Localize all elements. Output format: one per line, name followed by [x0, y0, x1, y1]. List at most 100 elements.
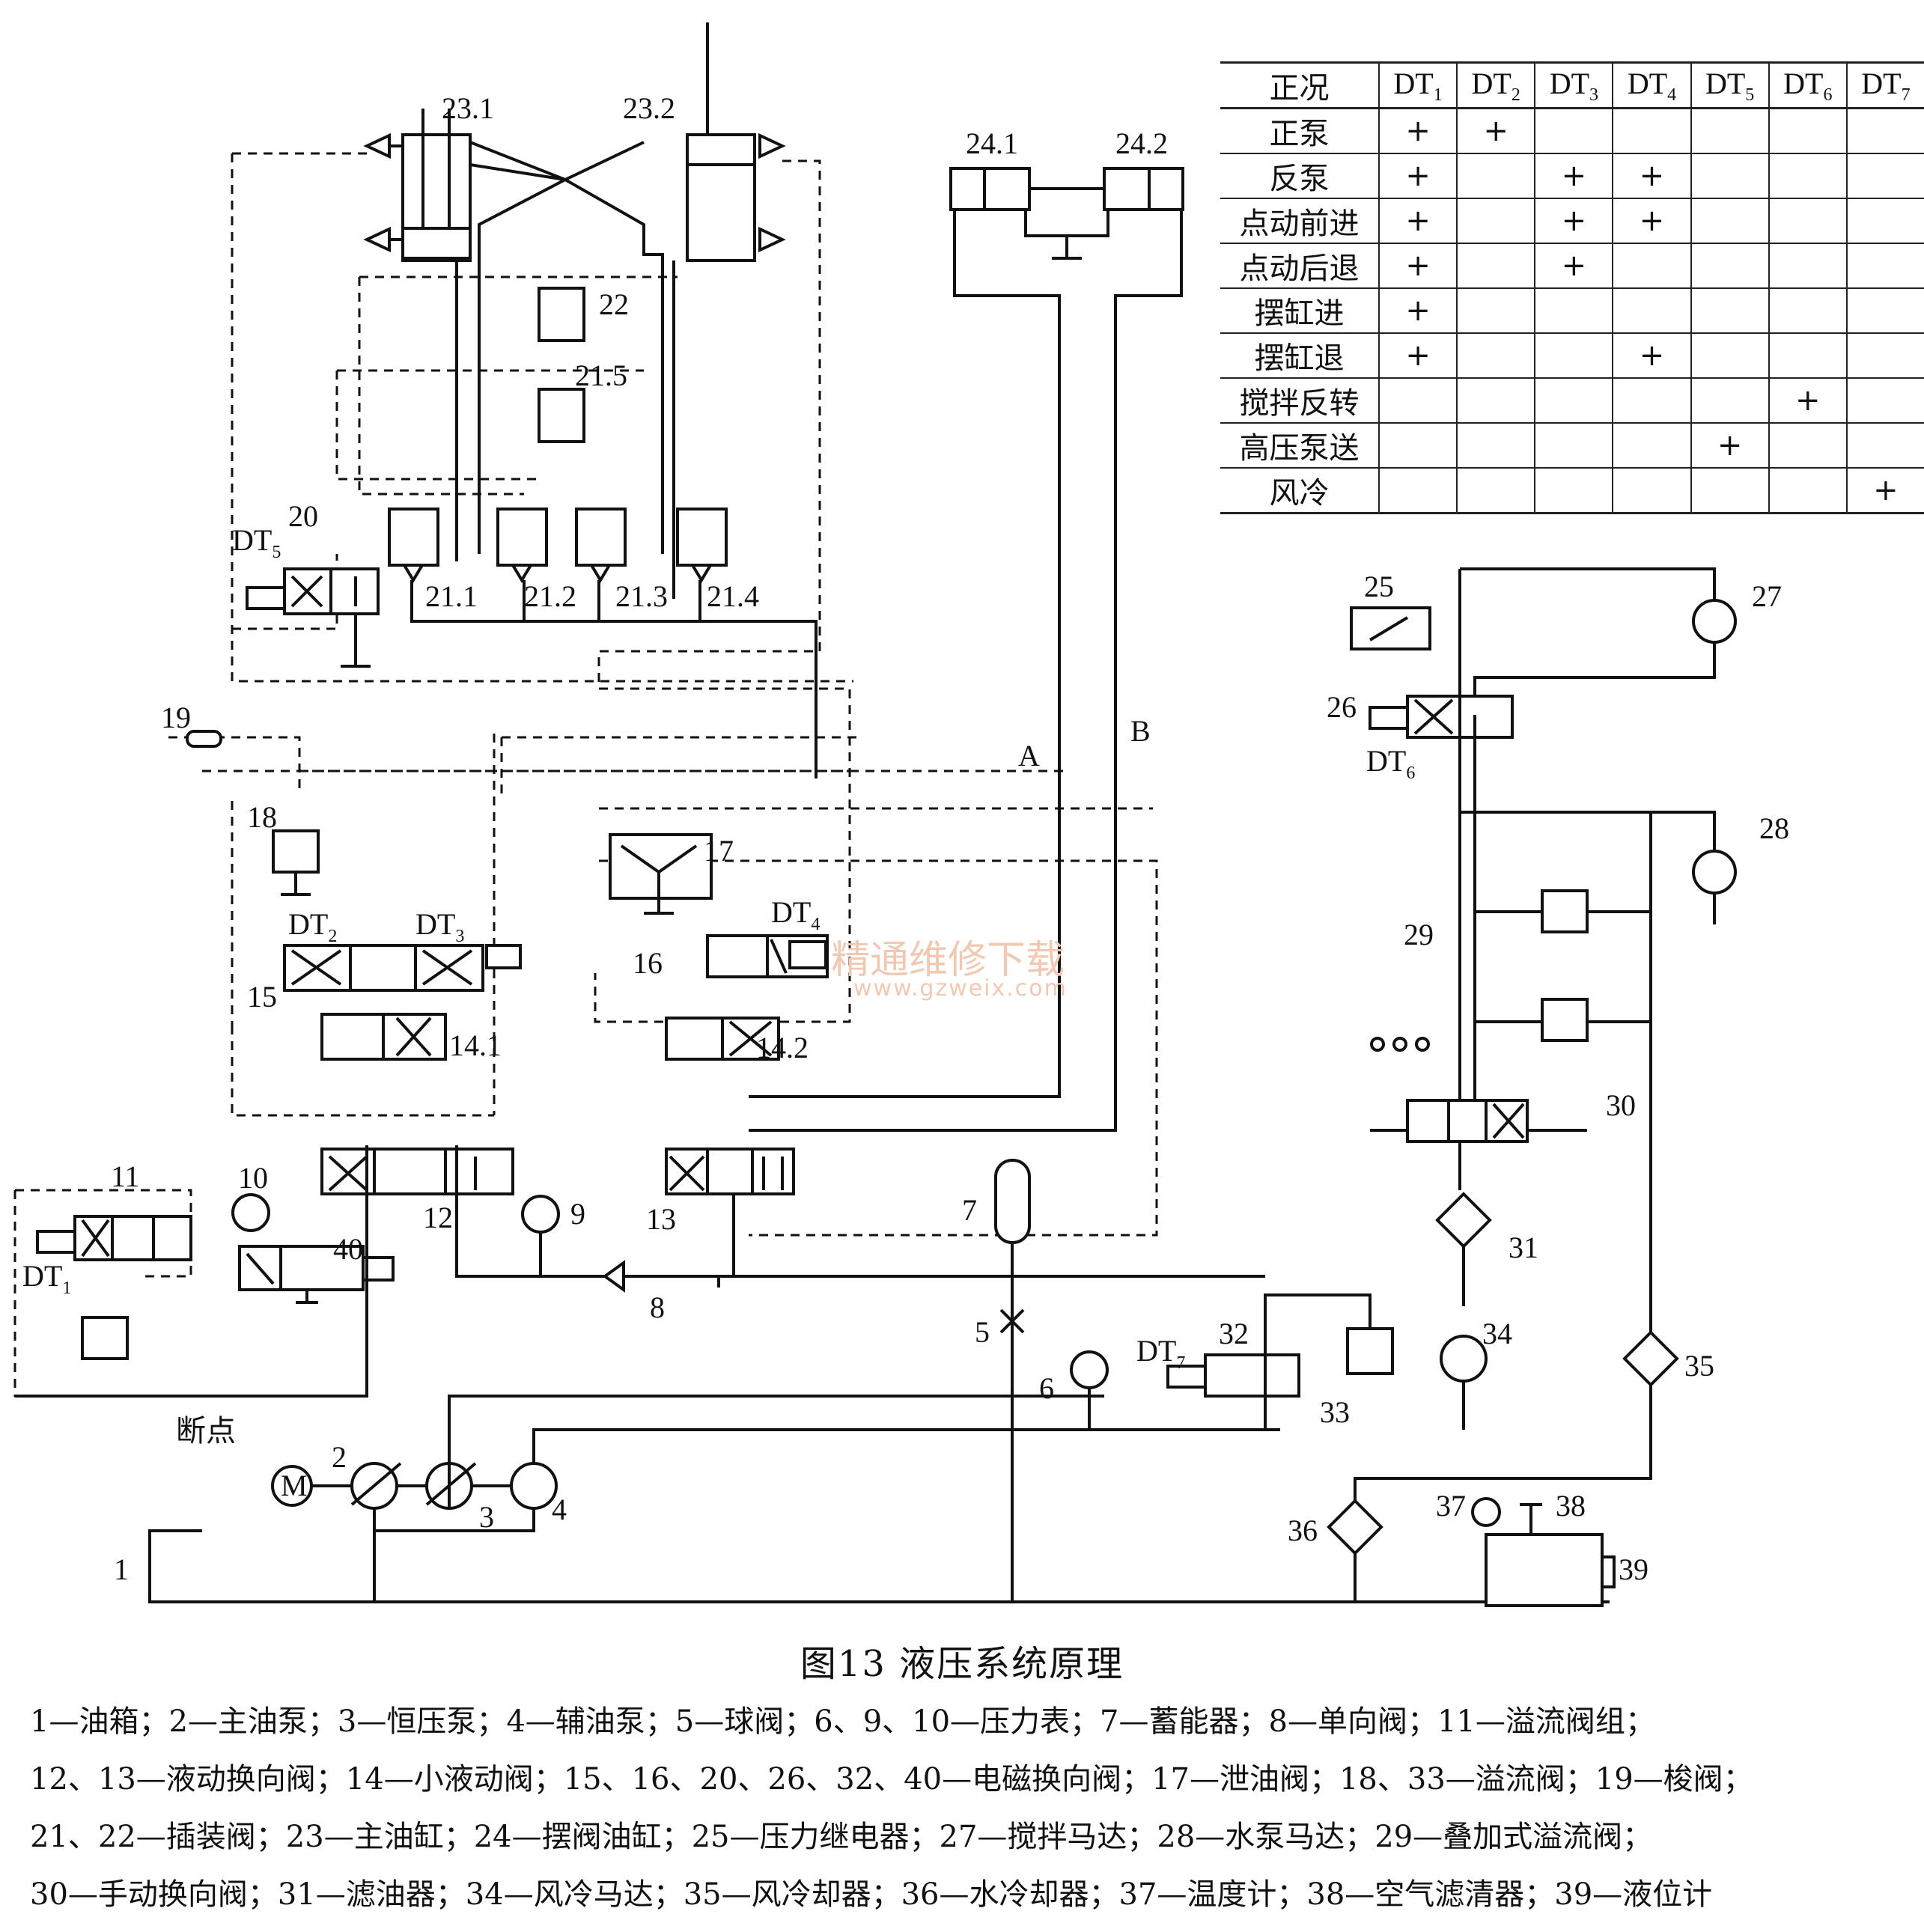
stirring-motor-27	[1460, 567, 1737, 715]
component-labels: 23.1 23.2 24.1 24.2 22 21.5 21.1 21.2 21…	[22, 91, 1789, 1586]
label-11: 11	[111, 1159, 140, 1193]
label-34: 34	[1482, 1317, 1512, 1350]
water-cooler-36	[1327, 1499, 1383, 1602]
table-cell	[1534, 377, 1614, 424]
table-cell	[1845, 107, 1924, 154]
table-cell	[1690, 243, 1770, 289]
oil-tank-1	[148, 1529, 1610, 1603]
label-6: 6	[1039, 1371, 1054, 1405]
label-dt1: DT1	[22, 1259, 71, 1298]
pilot-valve-14-2	[665, 1017, 780, 1061]
label-40: 40	[333, 1232, 363, 1266]
label-dt3: DT3	[415, 907, 464, 946]
figure-legend: 1—油箱；2—主油泵；3—恒压泵；4—辅油泵；5—球阀；6、9、10—压力表；7…	[30, 1693, 1909, 1924]
table-cell	[1690, 107, 1770, 154]
drain-valve-17	[609, 833, 713, 915]
swing-cylinders	[749, 167, 1184, 1132]
solenoid-valve-32	[1166, 1293, 1372, 1430]
pumps	[271, 1462, 558, 1510]
label-8: 8	[650, 1290, 665, 1324]
label-10: 10	[238, 1161, 268, 1195]
thermometer-37	[1471, 1497, 1501, 1527]
solenoid-valve-16	[706, 934, 829, 978]
table-row-label: 点动后退	[1220, 243, 1380, 289]
air-cooler-35	[1354, 1164, 1679, 1501]
water-pump-motor-28	[1460, 811, 1737, 924]
table-cell: +	[1377, 287, 1458, 334]
hydraulic-schematic: 23.1 23.2 24.1 24.2 22 21.5 21.1 21.2 21…	[13, 22, 1789, 1607]
table-cell: +	[1612, 153, 1692, 199]
table-cell: +	[1534, 153, 1614, 199]
label-dt6: DT6	[1366, 744, 1415, 783]
table-header-dt2: DT2	[1456, 61, 1536, 109]
label-39: 39	[1619, 1552, 1649, 1586]
table-cell	[1845, 332, 1924, 379]
pilot-valve-13	[665, 1148, 795, 1195]
table-cell: +	[1612, 332, 1692, 379]
table-cell	[1456, 287, 1536, 334]
table-cell	[1845, 153, 1924, 199]
table-row: 高压泵送+	[1220, 422, 1924, 469]
label-24-1: 24.1	[966, 127, 1018, 160]
table-cell	[1612, 287, 1692, 334]
label-30: 30	[1606, 1088, 1636, 1122]
table-cell	[1768, 467, 1848, 514]
table-cell	[1768, 153, 1848, 199]
watermark: 精通维修下载	[831, 938, 1065, 983]
label-7: 7	[962, 1193, 977, 1227]
table-cell: +	[1377, 198, 1458, 244]
table-cell: +	[1377, 107, 1458, 154]
label-B: B	[1130, 714, 1151, 748]
legend-line: 21、22—插装阀；23—主油缸；24—摆阀油缸；25—压力继电器；27—搅拌马…	[30, 1820, 1653, 1854]
table-cell	[1534, 107, 1614, 154]
label-27: 27	[1752, 579, 1782, 613]
table-row-label: 搅拌反转	[1220, 377, 1380, 424]
label-14-2: 14.2	[756, 1031, 809, 1064]
label-23-1: 23.1	[442, 91, 494, 125]
table-cell	[1534, 332, 1614, 379]
table-cell: +	[1456, 107, 1536, 154]
table-cell	[1612, 377, 1692, 424]
shuttle-valve-19	[186, 730, 222, 748]
table-cell	[1534, 467, 1614, 514]
solenoid-valve-20	[246, 567, 380, 668]
table-cell	[1768, 332, 1848, 379]
relief-valve-18	[272, 829, 320, 896]
pilot-valve-14-1	[320, 1013, 447, 1061]
table-header-dt3: DT3	[1534, 61, 1614, 109]
relief-valve-33	[1346, 1327, 1394, 1375]
label-23-2: 23.2	[623, 91, 675, 125]
check-valve-8	[602, 1260, 719, 1293]
label-5: 5	[975, 1315, 990, 1349]
label-19: 19	[161, 701, 191, 734]
table-cell: +	[1534, 198, 1614, 244]
table-cell: +	[1377, 332, 1458, 379]
table-row: 点动前进+++	[1220, 198, 1924, 244]
table-header-dt7: DT7	[1845, 61, 1924, 109]
legend-line: 1—油箱；2—主油泵；3—恒压泵；4—辅油泵；5—球阀；6、9、10—压力表；7…	[30, 1704, 1655, 1739]
table-row: 反泵+++	[1220, 153, 1924, 199]
table-cell	[1456, 332, 1536, 379]
label-33: 33	[1320, 1395, 1350, 1429]
table-row: 正泵++	[1220, 107, 1924, 154]
fan-motor-34	[1440, 1335, 1488, 1430]
table-cell	[1377, 467, 1458, 514]
label-21-5: 21.5	[575, 359, 627, 392]
table-cell: +	[1845, 467, 1924, 514]
pressure-switch-25	[1350, 606, 1431, 650]
table-cell	[1690, 467, 1770, 514]
table-row: 摆缸进+	[1220, 287, 1924, 334]
label-4: 4	[552, 1493, 567, 1526]
label-dt4: DT4	[771, 895, 820, 934]
table-header-dt4: DT4	[1612, 61, 1692, 109]
label-2: 2	[332, 1440, 347, 1474]
legend-line: 30—手动换向阀；31—滤油器；34—风冷马达；35—风冷却器；36—水冷却器；…	[30, 1877, 1713, 1912]
label-35: 35	[1684, 1349, 1714, 1383]
relief-valve-group-11	[36, 1215, 192, 1360]
table-row-label: 反泵	[1220, 153, 1380, 199]
table-row-label: 点动前进	[1220, 198, 1380, 244]
table-corner-cell: 正况	[1220, 61, 1380, 109]
relief-valve-29	[1475, 812, 1652, 1164]
table-row: 风冷+	[1220, 467, 1924, 514]
table-cell	[1456, 198, 1536, 244]
